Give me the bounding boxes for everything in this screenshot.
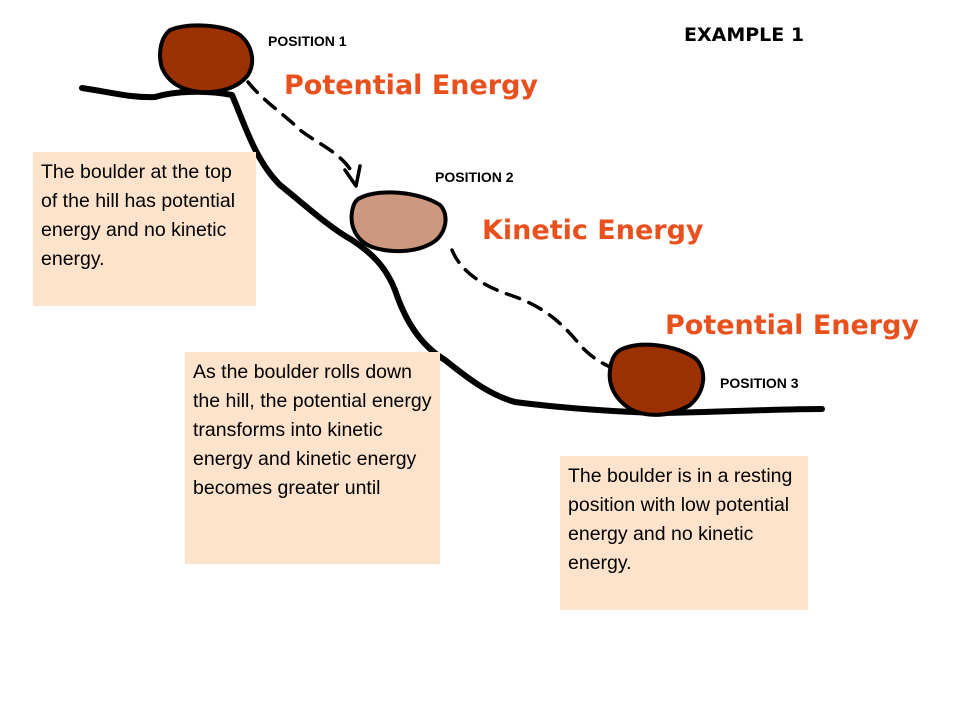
boulder-position-2: [349, 190, 448, 254]
example-label: EXAMPLE 1: [684, 24, 805, 46]
position-3-label: POSITION 3: [720, 375, 799, 391]
text-box-bottom-right: The boulder is in a resting position wit…: [560, 456, 808, 610]
energy-label-potential-bottom: Potential Energy: [665, 310, 920, 341]
energy-label-kinetic: Kinetic Energy: [482, 215, 704, 246]
boulder-position-3: [607, 342, 706, 417]
energy-label-potential-top: Potential Energy: [284, 70, 539, 101]
boulder-position-1: [158, 23, 255, 95]
position-2-label: POSITION 2: [435, 169, 514, 185]
motion-arrowhead: [343, 164, 362, 188]
motion-path-lower: [450, 248, 614, 370]
motion-path-upper: [246, 80, 354, 174]
position-1-label: POSITION 1: [268, 33, 347, 49]
text-box-top-left: The boulder at the top of the hill has p…: [33, 152, 256, 306]
text-box-middle: As the boulder rolls down the hill, the …: [185, 352, 440, 564]
